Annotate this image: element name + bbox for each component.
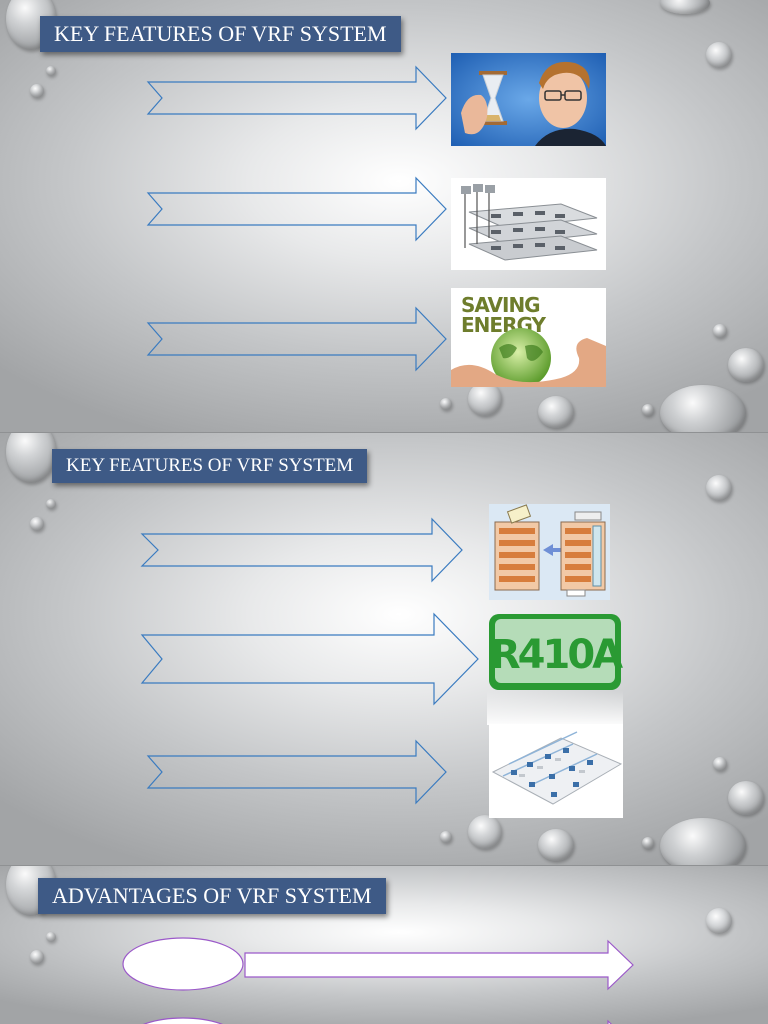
multi-floor-piping-image bbox=[451, 178, 606, 270]
water-drop bbox=[538, 829, 574, 861]
hourglass-photo bbox=[451, 53, 606, 146]
water-drop bbox=[46, 932, 56, 942]
water-drop bbox=[713, 324, 727, 338]
water-drop bbox=[440, 831, 452, 843]
slide-title: ADVANTAGES OF VRF SYSTEM bbox=[38, 878, 386, 914]
water-drop bbox=[660, 385, 746, 432]
slide-advantages: ADVANTAGES OF VRF SYSTEM bbox=[0, 866, 768, 1024]
slide-title: KEY FEATURES OF VRF SYSTEM bbox=[52, 449, 368, 483]
water-drop bbox=[468, 382, 502, 416]
saving-text: SAVING bbox=[461, 293, 540, 317]
water-drop bbox=[468, 815, 502, 849]
water-drop bbox=[728, 781, 764, 815]
water-drop bbox=[660, 818, 746, 865]
slide-separator bbox=[0, 432, 768, 433]
arrow-right-icon bbox=[146, 65, 447, 131]
water-drop bbox=[440, 398, 452, 410]
arrow-right-icon bbox=[140, 612, 479, 706]
slide-key-features-1: KEY FEATURES OF VRF SYSTEM bbox=[0, 0, 768, 432]
r410a-logo: R410A bbox=[487, 613, 623, 725]
saving-energy-image: SAVING ENERGY bbox=[451, 288, 606, 387]
water-drop bbox=[706, 475, 732, 501]
water-drop bbox=[46, 499, 56, 509]
advantage-oval-arrow bbox=[142, 1017, 612, 1024]
water-drop bbox=[538, 396, 574, 428]
water-drop bbox=[706, 42, 732, 68]
water-drop bbox=[642, 404, 654, 416]
arrow-right-icon bbox=[140, 517, 463, 583]
water-drop bbox=[46, 66, 56, 76]
arrow-right-icon bbox=[146, 306, 447, 372]
arrow-right-icon bbox=[146, 739, 447, 805]
water-drop bbox=[728, 348, 764, 382]
slide-title: KEY FEATURES OF VRF SYSTEM bbox=[40, 16, 401, 52]
water-drop bbox=[30, 950, 44, 964]
water-drop bbox=[642, 837, 654, 849]
installation-diagram-image bbox=[489, 504, 610, 600]
water-drop bbox=[713, 757, 727, 771]
slide-separator bbox=[0, 865, 768, 866]
water-drop bbox=[30, 84, 44, 98]
water-drop bbox=[6, 433, 56, 483]
slide-key-features-2: KEY FEATURES OF VRF SYSTEM bbox=[0, 433, 768, 865]
water-drop bbox=[660, 0, 710, 14]
office-floor-plan-image bbox=[489, 724, 623, 818]
advantage-oval-arrow bbox=[122, 937, 634, 991]
arrow-right-icon bbox=[146, 176, 447, 242]
water-drop bbox=[706, 908, 732, 934]
r410a-text: R410A bbox=[490, 632, 623, 678]
water-drop bbox=[30, 517, 44, 531]
